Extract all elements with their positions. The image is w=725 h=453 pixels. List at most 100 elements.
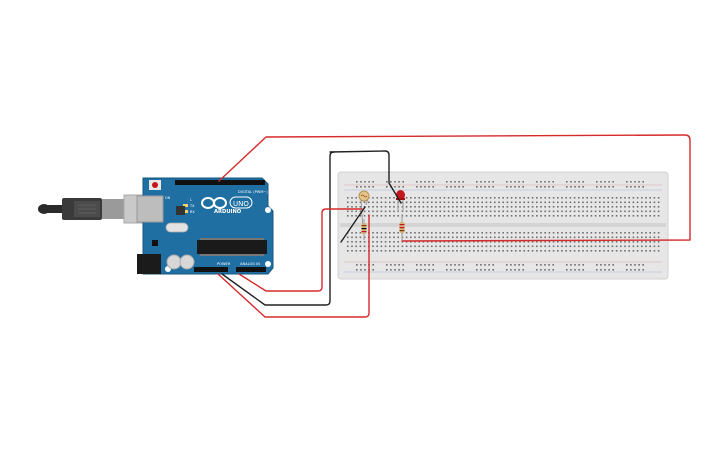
breadboard-hole[interactable] xyxy=(515,232,517,234)
breadboard-hole[interactable] xyxy=(393,245,395,248)
breadboard-hole[interactable] xyxy=(604,264,606,266)
breadboard-hole[interactable] xyxy=(523,201,525,204)
breadboard-hole[interactable] xyxy=(653,245,656,248)
breadboard-hole[interactable] xyxy=(536,269,538,271)
breadboard-hole[interactable] xyxy=(561,236,563,239)
breadboard-hole[interactable] xyxy=(544,269,546,271)
breadboard-hole[interactable] xyxy=(615,232,618,234)
breadboard-hole[interactable] xyxy=(389,215,391,217)
breadboard-hole[interactable] xyxy=(389,245,391,248)
breadboard-hole[interactable] xyxy=(450,186,452,188)
breadboard-hole[interactable] xyxy=(410,197,412,199)
breadboard-hole[interactable] xyxy=(544,210,546,213)
breadboard-hole[interactable] xyxy=(464,245,467,248)
breadboard-hole[interactable] xyxy=(494,232,496,234)
breadboard-hole[interactable] xyxy=(506,197,509,199)
breadboard-hole[interactable] xyxy=(468,232,471,234)
arduino-uno-board[interactable]: ARDUINO UNO DIGITAL (PWM~) POWER ANALOG … xyxy=(136,177,274,275)
breadboard-hole[interactable] xyxy=(590,236,593,239)
breadboard-hole[interactable] xyxy=(506,181,508,183)
breadboard-hole[interactable] xyxy=(477,241,479,243)
breadboard-hole[interactable] xyxy=(645,206,647,208)
breadboard-hole[interactable] xyxy=(519,215,521,217)
breadboard-hole[interactable] xyxy=(569,232,572,234)
breadboard-hole[interactable] xyxy=(523,210,525,213)
breadboard-hole[interactable] xyxy=(544,245,546,248)
breadboard-hole[interactable] xyxy=(632,210,635,213)
breadboard-hole[interactable] xyxy=(523,215,525,217)
breadboard-hole[interactable] xyxy=(540,206,542,208)
breadboard-hole[interactable] xyxy=(485,197,488,199)
breadboard-hole[interactable] xyxy=(590,201,593,204)
breadboard-hole[interactable] xyxy=(439,201,441,204)
breadboard-hole[interactable] xyxy=(578,241,580,243)
breadboard-hole[interactable] xyxy=(363,210,366,213)
breadboard-hole[interactable] xyxy=(657,206,660,208)
breadboard-hole[interactable] xyxy=(397,245,399,248)
breadboard-hole[interactable] xyxy=(536,236,538,239)
breadboard-hole[interactable] xyxy=(649,232,651,234)
breadboard-hole[interactable] xyxy=(632,215,635,217)
breadboard-hole[interactable] xyxy=(464,215,467,217)
breadboard-hole[interactable] xyxy=(531,232,534,234)
breadboard-hole[interactable] xyxy=(557,232,559,234)
breadboard-hole[interactable] xyxy=(590,232,593,234)
breadboard-hole[interactable] xyxy=(552,245,555,248)
breadboard-hole[interactable] xyxy=(578,264,580,266)
breadboard-hole[interactable] xyxy=(565,210,567,213)
breadboard-hole[interactable] xyxy=(653,201,656,204)
breadboard-hole[interactable] xyxy=(452,210,454,213)
breadboard-hole[interactable] xyxy=(603,232,605,234)
breadboard-hole[interactable] xyxy=(612,186,614,188)
breadboard-hole[interactable] xyxy=(460,250,462,252)
breadboard-hole[interactable] xyxy=(485,210,488,213)
breadboard-hole[interactable] xyxy=(488,264,490,266)
breadboard-hole[interactable] xyxy=(435,197,437,199)
breadboard-hole[interactable] xyxy=(502,245,504,248)
breadboard-hole[interactable] xyxy=(372,232,374,234)
breadboard-hole[interactable] xyxy=(484,269,486,271)
breadboard-hole[interactable] xyxy=(428,181,430,183)
breadboard-hole[interactable] xyxy=(590,210,593,213)
breadboard-hole[interactable] xyxy=(557,201,559,204)
breadboard-hole[interactable] xyxy=(557,206,559,208)
breadboard-hole[interactable] xyxy=(514,264,516,266)
breadboard-hole[interactable] xyxy=(452,232,454,234)
breadboard-hole[interactable] xyxy=(596,181,598,183)
breadboard-hole[interactable] xyxy=(514,269,516,271)
breadboard-hole[interactable] xyxy=(582,197,584,199)
breadboard-hole[interactable] xyxy=(489,215,492,217)
breadboard-hole[interactable] xyxy=(347,210,349,213)
breadboard-hole[interactable] xyxy=(518,186,520,188)
breadboard-hole[interactable] xyxy=(599,215,601,217)
breadboard-hole[interactable] xyxy=(636,250,639,252)
breadboard-hole[interactable] xyxy=(458,181,460,183)
breadboard-hole[interactable] xyxy=(540,215,542,217)
breadboard-hole[interactable] xyxy=(351,206,353,208)
breadboard-hole[interactable] xyxy=(557,215,559,217)
breadboard-hole[interactable] xyxy=(426,201,429,204)
breadboard-hole[interactable] xyxy=(628,197,630,199)
breadboard-hole[interactable] xyxy=(494,201,496,204)
breadboard-hole[interactable] xyxy=(582,264,584,266)
breadboard-hole[interactable] xyxy=(393,250,395,252)
breadboard-hole[interactable] xyxy=(432,181,434,183)
breadboard-hole[interactable] xyxy=(494,241,496,243)
breadboard-hole[interactable] xyxy=(426,241,429,243)
breadboard-hole[interactable] xyxy=(599,236,601,239)
breadboard-hole[interactable] xyxy=(636,201,639,204)
breadboard-hole[interactable] xyxy=(519,206,521,208)
breadboard-hole[interactable] xyxy=(611,250,614,252)
breadboard-hole[interactable] xyxy=(439,245,441,248)
breadboard-hole[interactable] xyxy=(492,181,494,183)
breadboard-hole[interactable] xyxy=(431,232,433,234)
breadboard-hole[interactable] xyxy=(649,201,651,204)
breadboard-hole[interactable] xyxy=(515,236,517,239)
breadboard-hole[interactable] xyxy=(552,264,554,266)
breadboard-hole[interactable] xyxy=(360,186,362,188)
breadboard-hole[interactable] xyxy=(620,197,622,199)
breadboard-hole[interactable] xyxy=(628,210,630,213)
breadboard-hole[interactable] xyxy=(468,241,471,243)
breadboard-hole[interactable] xyxy=(636,236,639,239)
breadboard-hole[interactable] xyxy=(481,215,483,217)
